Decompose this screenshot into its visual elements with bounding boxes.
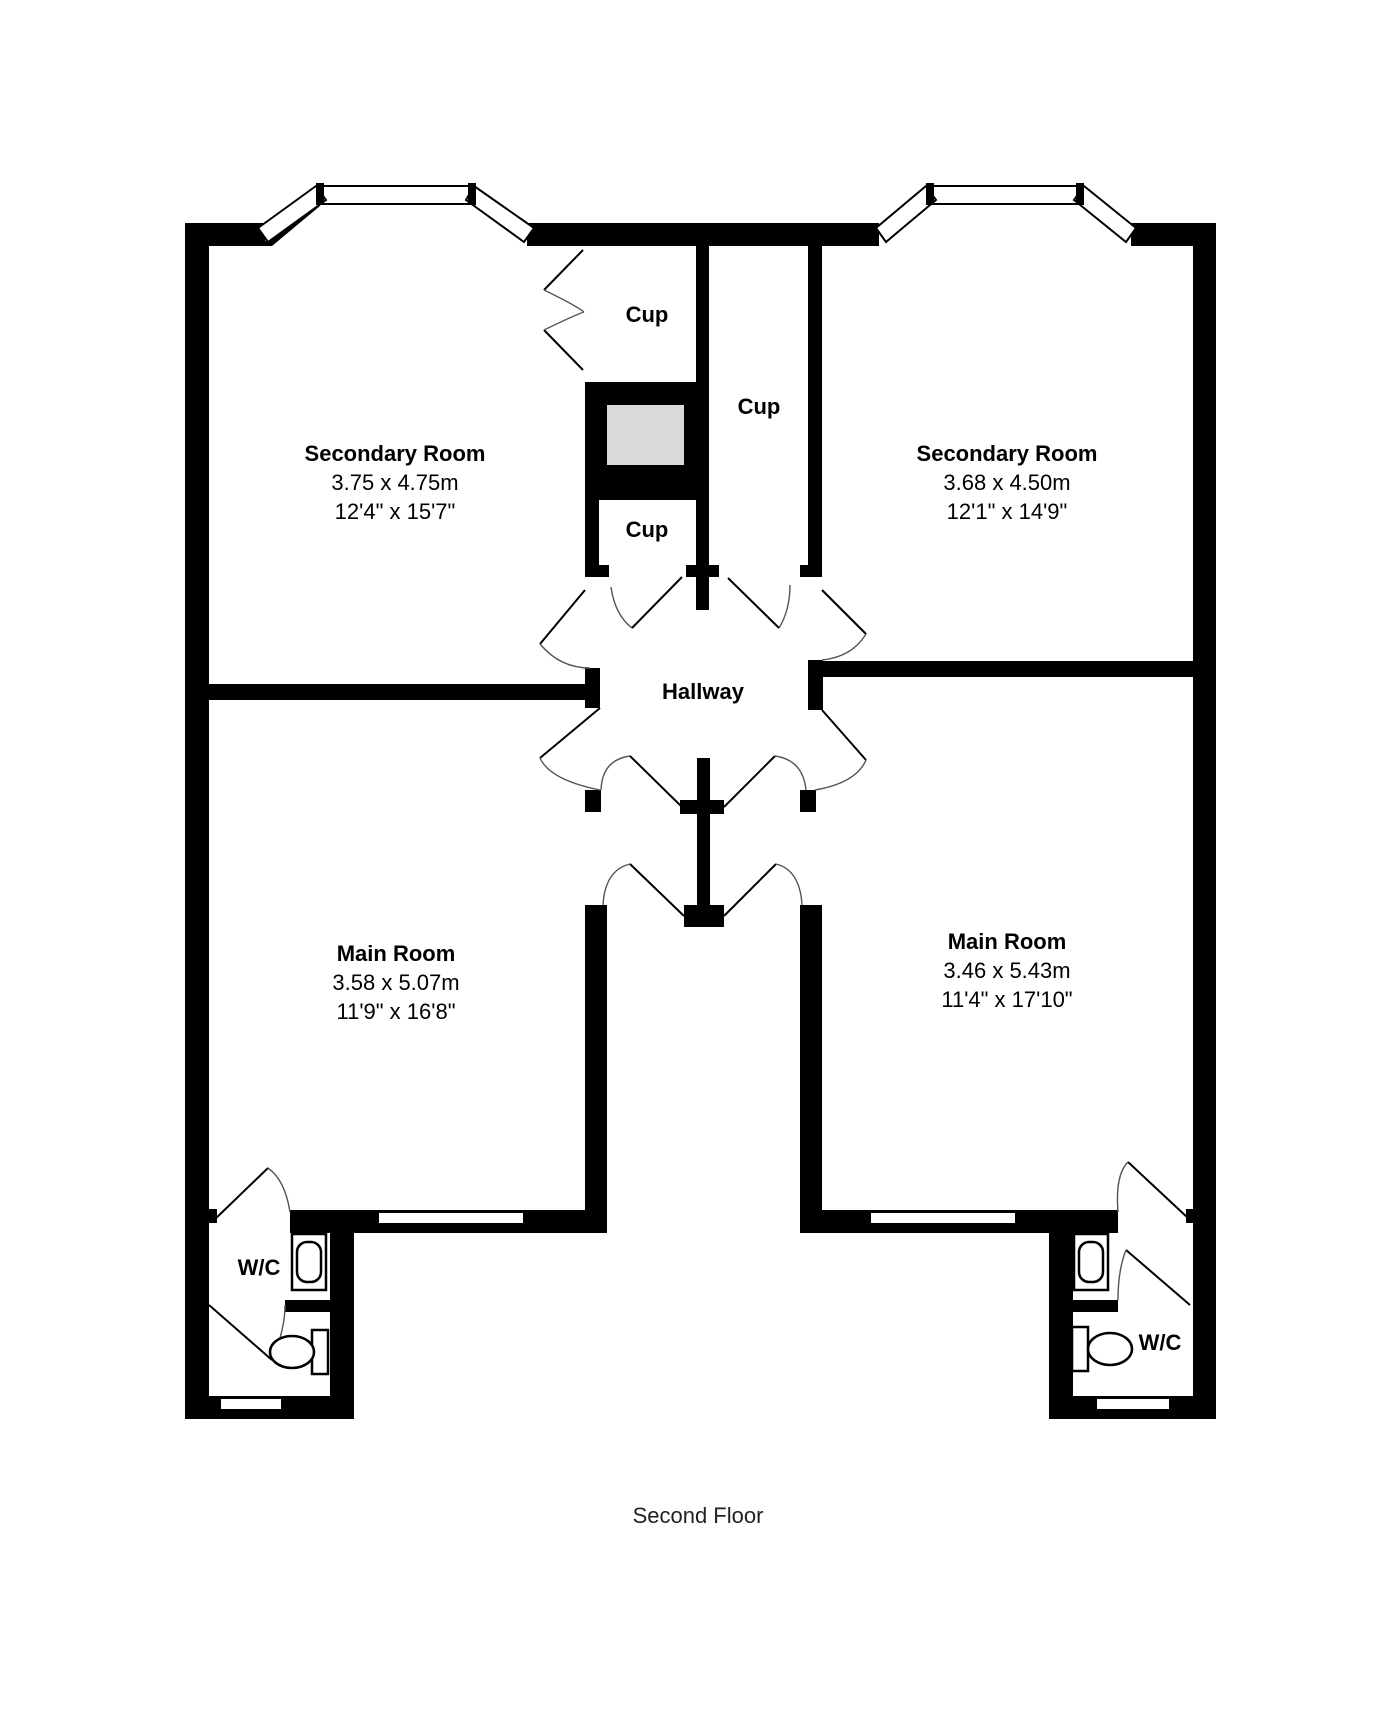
room-name: Main Room — [337, 941, 456, 966]
room-size-imperial: 12'1" x 14'9" — [947, 499, 1068, 524]
room-main-left: Main Room 3.58 x 5.07m 11'9" x 16'8" — [332, 941, 459, 1024]
cupboard-label: Cup — [626, 302, 669, 327]
bay-window-right — [874, 183, 1138, 244]
wc-label: W/C — [1139, 1330, 1182, 1355]
walls — [185, 223, 1216, 1419]
room-name: Secondary Room — [305, 441, 486, 466]
room-size-metric: 3.75 x 4.75m — [331, 470, 458, 495]
sink-left — [290, 1232, 328, 1292]
doors — [208, 249, 1191, 1361]
room-size-imperial: 11'9" x 16'8" — [336, 999, 455, 1024]
chimney-stack — [605, 403, 686, 467]
toilet-left — [268, 1328, 330, 1376]
bay-window-left — [256, 183, 536, 246]
room-size-metric: 3.46 x 5.43m — [943, 958, 1070, 983]
cupboard-label: Cup — [626, 517, 669, 542]
windows — [219, 1211, 1171, 1411]
room-name: Secondary Room — [917, 441, 1098, 466]
room-size-imperial: 12'4" x 15'7" — [335, 499, 456, 524]
sink-right — [1072, 1232, 1110, 1292]
room-size-imperial: 11'4" x 17'10" — [941, 987, 1072, 1012]
wc-label: W/C — [238, 1255, 281, 1280]
room-secondary-left: Secondary Room 3.75 x 4.75m 12'4" x 15'7… — [305, 441, 486, 524]
room-size-metric: 3.68 x 4.50m — [943, 470, 1070, 495]
room-name: Main Room — [948, 929, 1067, 954]
hallway-label: Hallway — [662, 679, 745, 704]
room-main-right: Main Room 3.46 x 5.43m 11'4" x 17'10" — [941, 929, 1072, 1012]
cupboard-label: Cup — [738, 394, 781, 419]
room-secondary-right: Secondary Room 3.68 x 4.50m 12'1" x 14'9… — [917, 441, 1098, 524]
floor-label: Second Floor — [633, 1503, 764, 1528]
toilet-right — [1070, 1325, 1134, 1373]
room-size-metric: 3.58 x 5.07m — [332, 970, 459, 995]
